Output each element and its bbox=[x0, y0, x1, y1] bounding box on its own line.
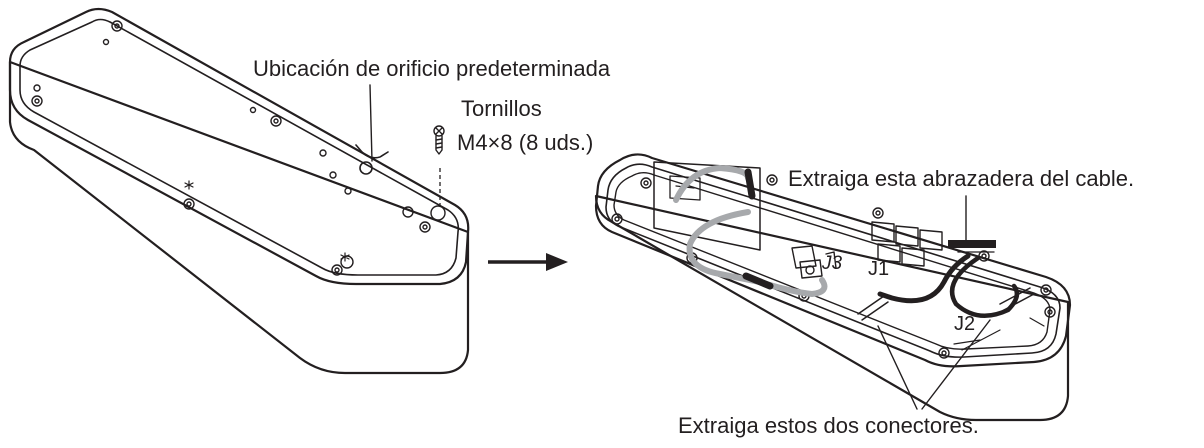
remove-connectors-label: Extraiga estos dos conectores. bbox=[678, 413, 979, 438]
remove-clamp-label: Extraiga esta abrazadera del cable. bbox=[788, 166, 1135, 191]
enclosure-top-face bbox=[8, 7, 470, 286]
open-enclosure bbox=[594, 153, 1072, 422]
connector-j3-label: J3 bbox=[822, 253, 843, 274]
arrow-right-icon bbox=[488, 253, 568, 271]
connector-j1-label: J1 bbox=[868, 258, 890, 280]
cable-black-clip bbox=[744, 168, 756, 200]
cable-j1 bbox=[877, 253, 971, 304]
cable-j2 bbox=[949, 255, 1020, 318]
hole-location-label: Ubicación de orificio predeterminada bbox=[253, 56, 611, 81]
default-hole bbox=[359, 161, 373, 175]
connector-j2-label: J2 bbox=[954, 313, 976, 335]
screws-title-label: Tornillos bbox=[461, 96, 542, 121]
screws-spec-label: M4×8 (8 uds.) bbox=[457, 130, 594, 155]
closed-enclosure bbox=[8, 7, 470, 375]
screw-icon bbox=[433, 125, 445, 155]
